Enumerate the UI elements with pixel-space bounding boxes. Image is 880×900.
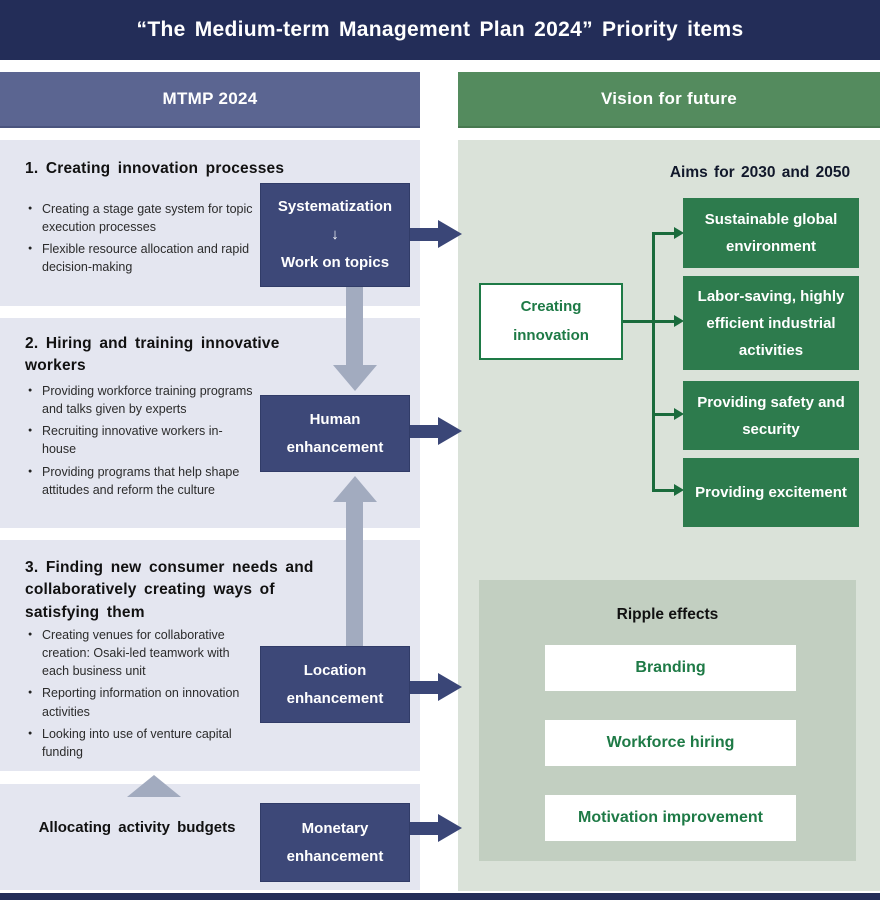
connector-trunk-line xyxy=(652,232,655,492)
connector-branch-line xyxy=(652,489,675,492)
location-enhancement-box: Location enhancement xyxy=(260,646,410,723)
allocating-budgets-label: Allocating activity budgets xyxy=(38,819,236,836)
section-title: 1. Creating innovation processes xyxy=(25,160,285,177)
bottom-border-bar xyxy=(0,893,880,900)
bullet-item: Creating venues for collaborative creati… xyxy=(28,626,256,680)
down-arrow-glyph: ↓ xyxy=(331,226,339,244)
box-line: Work on topics xyxy=(280,253,390,271)
arrow-stem xyxy=(410,681,438,694)
box-line: enhancement xyxy=(286,438,384,456)
human-enhancement-box: Human enhancement xyxy=(260,395,410,472)
connector-branch-line xyxy=(652,232,675,235)
arrow-down-head xyxy=(333,365,377,391)
bullet-item: Flexible resource allocation and rapid d… xyxy=(28,240,256,276)
bullet-item: Creating a stage gate system for topic e… xyxy=(28,200,256,236)
arrow-down-icon xyxy=(346,287,363,366)
section-title: 2. Hiring and training innovative worker… xyxy=(25,335,280,375)
bullet-list: Creating a stage gate system for topic e… xyxy=(28,200,256,281)
section-title: 3. Finding new consumer needs and collab… xyxy=(25,559,314,621)
box-line: innovation xyxy=(513,326,589,344)
bullet-item: Reporting information on innovation acti… xyxy=(28,684,256,720)
arrow-right-icon xyxy=(410,220,462,248)
triangle-up-icon xyxy=(127,775,181,797)
bullet-list: Creating venues for collaborative creati… xyxy=(28,626,256,765)
aim-box-excitement: Providing excitement xyxy=(683,458,859,527)
arrow-stem xyxy=(410,425,438,438)
bullet-list: Providing workforce training programs an… xyxy=(28,382,256,503)
connector-branch-line xyxy=(652,320,675,323)
arrow-right-icon xyxy=(410,814,462,842)
aims-heading: Aims for 2030 and 2050 xyxy=(669,164,851,181)
arrow-head xyxy=(438,417,462,445)
box-line: Human xyxy=(309,410,361,428)
connector-arrow-head xyxy=(674,227,684,239)
bullet-item: Providing programs that help shape attit… xyxy=(28,463,256,499)
arrow-stem xyxy=(410,228,438,241)
box-line: Monetary xyxy=(301,819,369,837)
monetary-enhancement-box: Monetary enhancement xyxy=(260,803,410,882)
box-line: enhancement xyxy=(286,847,384,865)
ripple-effects-panel: Ripple effects Branding Workforce hiring… xyxy=(479,580,856,861)
arrow-head xyxy=(438,673,462,701)
arrow-head xyxy=(438,814,462,842)
arrow-right-icon xyxy=(410,673,462,701)
systematization-box: Systematization ↓ Work on topics xyxy=(260,183,410,287)
column-header-vision: Vision for future xyxy=(458,72,880,128)
ripple-item-motivation: Motivation improvement xyxy=(545,795,796,841)
arrow-stem xyxy=(410,822,438,835)
connector-line xyxy=(623,320,654,323)
box-line: Location xyxy=(303,661,367,679)
box-line: Systematization xyxy=(277,198,393,216)
bullet-item: Looking into use of venture capital fund… xyxy=(28,725,256,761)
ripple-effects-heading: Ripple effects xyxy=(616,606,719,623)
connector-branch-line xyxy=(652,413,675,416)
aim-box-safety-security: Providing safety and security xyxy=(683,381,859,450)
arrow-up-icon xyxy=(346,502,363,646)
bullet-item: Recruiting innovative workers in-house xyxy=(28,422,256,458)
connector-arrow-head xyxy=(674,408,684,420)
box-line: enhancement xyxy=(286,689,384,707)
arrow-head xyxy=(438,220,462,248)
aim-box-sustainable-environment: Sustainable global environment xyxy=(683,198,859,268)
arrow-up-head xyxy=(333,476,377,502)
bullet-item: Providing workforce training programs an… xyxy=(28,382,256,418)
connector-arrow-head xyxy=(674,484,684,496)
aim-box-labor-saving: Labor-saving, highly efficient industria… xyxy=(683,276,859,370)
column-header-mtmp: MTMP 2024 xyxy=(0,72,420,128)
connector-arrow-head xyxy=(674,315,684,327)
creating-innovation-box: Creating innovation xyxy=(479,283,623,360)
ripple-item-branding: Branding xyxy=(545,645,796,691)
page-title: “The Medium-term Management Plan 2024” P… xyxy=(0,0,880,60)
box-line: Creating xyxy=(520,298,582,315)
arrow-right-icon xyxy=(410,417,462,445)
ripple-item-workforce-hiring: Workforce hiring xyxy=(545,720,796,766)
